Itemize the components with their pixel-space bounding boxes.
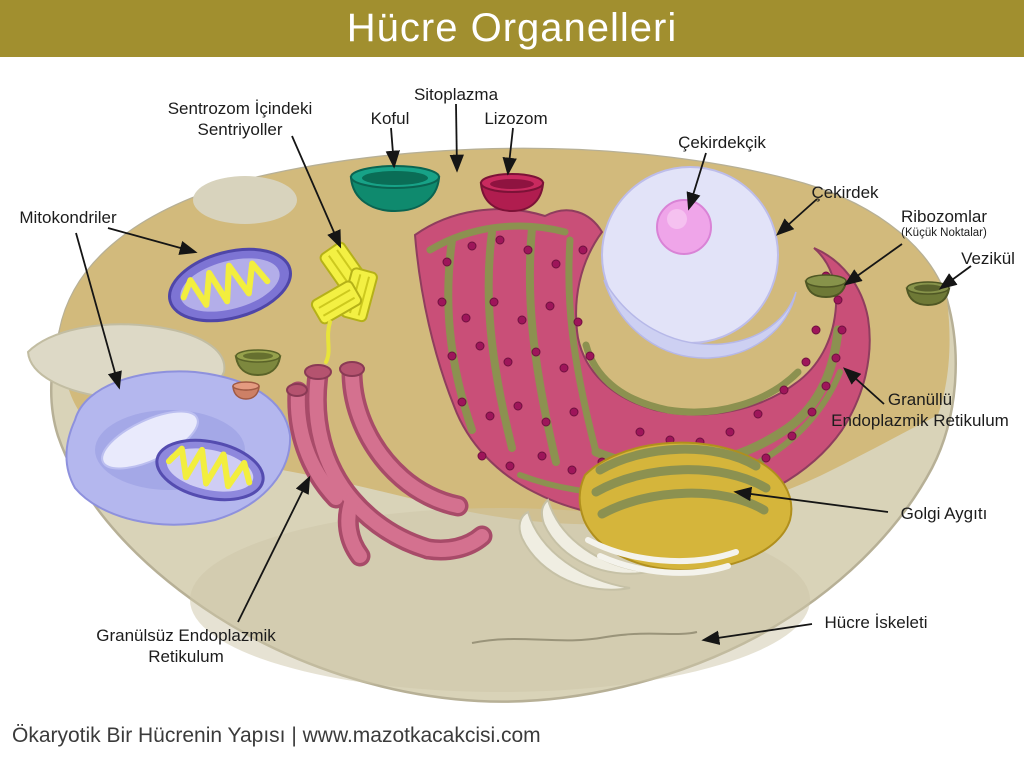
arrow-cekirdek bbox=[775, 198, 818, 236]
olive-vesicle-bowl bbox=[234, 349, 282, 377]
footer-credit: Ökaryotik Bir Hücrenin Yapısı | www.mazo… bbox=[12, 724, 541, 747]
label-sentrozom: Sentrozom İçindeki Sentriyoller bbox=[168, 98, 313, 140]
title-band: Hücre Organelleri bbox=[0, 0, 1024, 57]
label-lizozom: Lizozom bbox=[484, 109, 548, 128]
label-granulsuz-er-line1: Granülsüz Endoplazmik bbox=[96, 626, 276, 645]
label-ribozomlar: Ribozomlar (Küçük Noktalar) bbox=[901, 206, 987, 240]
arrow-lizozom bbox=[502, 127, 517, 176]
er-olive-bowl bbox=[804, 274, 848, 299]
label-cekirdek: Çekirdek bbox=[811, 183, 879, 202]
arrow-ribozomlar bbox=[843, 243, 903, 286]
label-granulsuz-er-line2: Retikulum bbox=[148, 647, 224, 666]
salmon-vesicle-bowl bbox=[232, 381, 260, 400]
label-ribozomlar-line2: (Küçük Noktalar) bbox=[901, 227, 987, 239]
vacuole bbox=[349, 165, 441, 213]
arrow-koful bbox=[385, 127, 400, 169]
label-granulsuz-er: Granülsüz Endoplazmik Retikulum bbox=[96, 625, 276, 667]
label-golgi: Golgi Aygıtı bbox=[900, 504, 988, 523]
arrow-sitoplazma bbox=[449, 103, 464, 173]
arrow-golgi bbox=[733, 486, 889, 513]
label-vezikul: Vezikül bbox=[961, 249, 1015, 268]
label-granullu-er-line2: Endoplazmik Retikulum bbox=[831, 411, 1009, 430]
label-sentrozom-line1: Sentrozom İçindeki bbox=[167, 99, 313, 118]
arrow-mitokondriler-1 bbox=[107, 227, 198, 255]
label-koful: Koful bbox=[370, 109, 410, 128]
label-hucre-iskeleti: Hücre İskeleti bbox=[824, 613, 928, 632]
smooth-er bbox=[286, 361, 493, 567]
lysosome bbox=[479, 173, 545, 213]
mitochondrion-1 bbox=[168, 247, 292, 323]
label-granullu-er: Granüllü Endoplazmik Retikulum bbox=[831, 389, 1009, 431]
label-sitoplazma: Sitoplazma bbox=[413, 85, 499, 104]
arrow-cekirdekcik bbox=[686, 152, 707, 211]
vesicle bbox=[905, 281, 951, 307]
arrow-mitokondriler-2 bbox=[75, 232, 122, 390]
surface-highlight-patch bbox=[193, 176, 297, 224]
label-granullu-er-line1: Granüllü bbox=[887, 390, 953, 409]
arrow-granullu-er bbox=[842, 367, 885, 405]
arrow-hucre-iskeleti bbox=[701, 623, 813, 645]
arrow-vezikul bbox=[938, 265, 972, 290]
label-arrows bbox=[75, 103, 972, 645]
centrioles bbox=[310, 241, 378, 364]
membrane-pocket bbox=[65, 370, 292, 526]
arrow-sentrozom bbox=[291, 135, 342, 249]
page-title: Hücre Organelleri bbox=[346, 6, 678, 50]
golgi-apparatus bbox=[518, 441, 793, 591]
nucleolus bbox=[656, 199, 712, 255]
label-sentrozom-line2: Sentriyoller bbox=[197, 120, 283, 139]
mitochondrion-2 bbox=[155, 438, 265, 502]
arrow-granulsuz-er bbox=[237, 475, 311, 623]
cytoskeleton-filament bbox=[471, 631, 698, 644]
nucleus bbox=[601, 166, 797, 359]
label-mitokondriler: Mitokondriler bbox=[19, 208, 117, 227]
label-ribozomlar-line1: Ribozomlar bbox=[901, 207, 987, 226]
label-cekirdekcik: Çekirdekçik bbox=[678, 133, 766, 152]
